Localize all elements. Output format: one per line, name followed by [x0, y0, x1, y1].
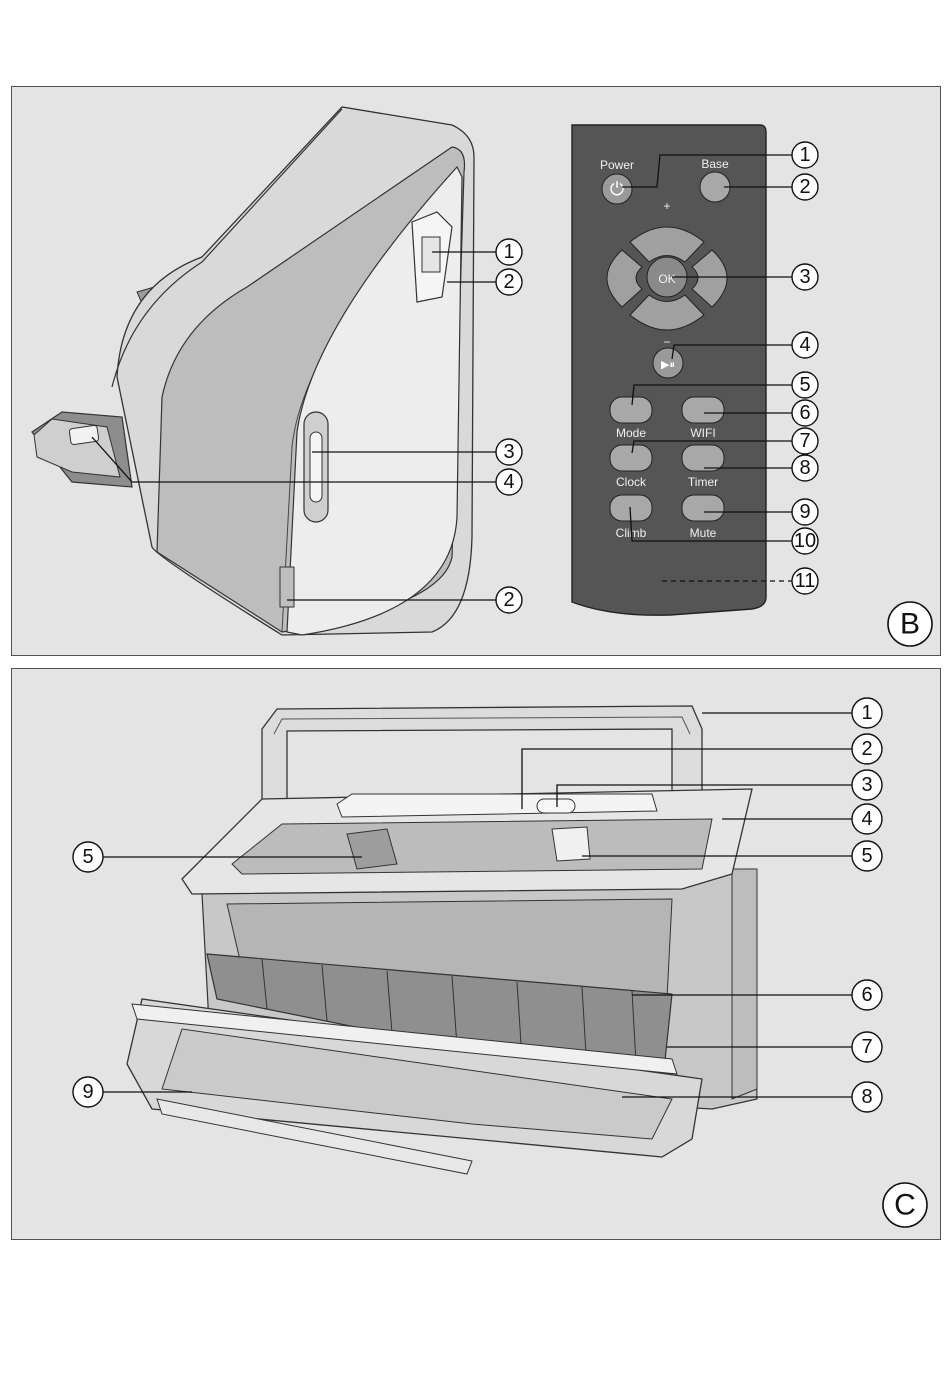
svg-text:8: 8 [799, 457, 810, 479]
callout-device-3: 3 [496, 439, 522, 465]
callout-remote-11: 11 [792, 568, 818, 594]
callout-c-6: 6 [852, 980, 882, 1010]
remote-label-timer: Timer [688, 475, 718, 489]
callout-c-5-left: 5 [73, 842, 103, 872]
remote-label-wifi: WIFI [690, 426, 715, 440]
callout-remote-2: 2 [792, 174, 818, 200]
callout-remote-9: 9 [792, 499, 818, 525]
panel-b-drawing: ⏻ ▶⏸ Power Base + OK − Mode [12, 87, 942, 657]
svg-text:C: C [894, 1189, 916, 1222]
svg-text:3: 3 [861, 774, 872, 796]
figure-panel-b: ⏻ ▶⏸ Power Base + OK − Mode [11, 86, 941, 656]
callout-remote-1: 1 [792, 142, 818, 168]
remote-label-plus: + [663, 199, 670, 213]
svg-text:B: B [900, 608, 920, 641]
svg-text:6: 6 [799, 402, 810, 424]
callout-c-9: 9 [73, 1077, 103, 1107]
svg-text:2: 2 [861, 738, 872, 760]
svg-text:2: 2 [799, 176, 810, 198]
callout-remote-3: 3 [792, 264, 818, 290]
svg-text:3: 3 [799, 266, 810, 288]
svg-text:4: 4 [503, 471, 514, 493]
svg-text:1: 1 [799, 144, 810, 166]
callout-remote-4: 4 [792, 332, 818, 358]
svg-text:8: 8 [861, 1086, 872, 1108]
svg-text:9: 9 [799, 501, 810, 523]
svg-text:5: 5 [82, 846, 93, 868]
svg-text:▶⏸: ▶⏸ [661, 358, 675, 371]
svg-text:2: 2 [503, 271, 514, 293]
svg-text:10: 10 [794, 530, 816, 552]
remote-control-drawing: ⏻ ▶⏸ Power Base + OK − Mode [572, 125, 766, 615]
callout-remote-6: 6 [792, 400, 818, 426]
callout-c-5-right: 5 [852, 841, 882, 871]
svg-text:9: 9 [82, 1081, 93, 1103]
svg-text:1: 1 [503, 241, 514, 263]
svg-text:11: 11 [795, 570, 816, 592]
remote-label-clock: Clock [616, 475, 647, 489]
panel-c-drawing: 1 2 3 4 5 6 7 8 5 9 C [12, 669, 942, 1241]
svg-text:4: 4 [799, 334, 810, 356]
callout-c-4: 4 [852, 804, 882, 834]
callout-remote-7: 7 [792, 428, 818, 454]
remote-label-ok: OK [658, 272, 675, 286]
remote-label-mode: Mode [616, 426, 646, 440]
callout-remote-8: 8 [792, 455, 818, 481]
callout-device-2-top: 2 [496, 269, 522, 295]
svg-text:4: 4 [861, 808, 872, 830]
callout-device-2-bottom: 2 [496, 587, 522, 613]
svg-text:2: 2 [503, 589, 514, 611]
remote-label-power: Power [600, 158, 634, 172]
svg-text:6: 6 [861, 984, 872, 1006]
remote-label-mute: Mute [690, 526, 717, 540]
callout-device-1: 1 [496, 239, 522, 265]
remote-label-minus: − [663, 335, 670, 349]
figure-panel-c: 1 2 3 4 5 6 7 8 5 9 C [11, 668, 941, 1240]
callout-c-1: 1 [852, 698, 882, 728]
panel-letter-b: B [888, 602, 932, 646]
callout-remote-5: 5 [792, 372, 818, 398]
callout-c-3: 3 [852, 770, 882, 800]
callout-c-8: 8 [852, 1082, 882, 1112]
svg-text:1: 1 [861, 702, 872, 724]
svg-text:7: 7 [861, 1036, 872, 1058]
callout-c-7: 7 [852, 1032, 882, 1062]
svg-text:7: 7 [799, 430, 810, 452]
callout-c-2: 2 [852, 734, 882, 764]
opened-device-drawing [127, 706, 757, 1174]
base-station-drawing [32, 107, 474, 635]
svg-text:5: 5 [861, 845, 872, 867]
remote-label-base: Base [701, 157, 729, 171]
callout-remote-10: 10 [792, 528, 818, 554]
svg-text:3: 3 [503, 441, 514, 463]
svg-text:⏻: ⏻ [610, 179, 624, 200]
svg-text:5: 5 [799, 374, 810, 396]
panel-letter-c: C [883, 1183, 927, 1227]
callout-device-4: 4 [496, 469, 522, 495]
